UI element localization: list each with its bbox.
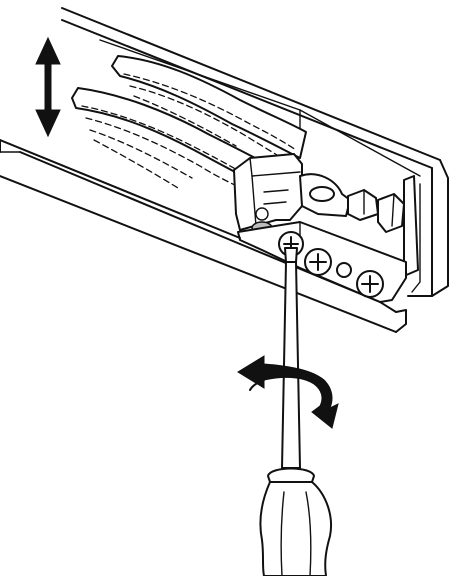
- mounting-plate: [237, 221, 407, 303]
- screwdriver-tip: [284, 247, 298, 263]
- screwdriver: [259, 231, 332, 576]
- screwdriver-shaft: [281, 261, 301, 469]
- spring-bundle-upper: [111, 55, 307, 163]
- upper-frame-rail: [61, 7, 449, 297]
- screwdriver-handle: [259, 481, 332, 576]
- plate-hole: [336, 262, 352, 278]
- hinge-adjustment-block: [233, 153, 419, 277]
- screwdriver-ferrule: [267, 467, 315, 483]
- rotation-arrow-icon: [237, 355, 339, 429]
- height-adjust-arrow-icon: [35, 36, 61, 138]
- lower-frame-rail: [0, 139, 407, 333]
